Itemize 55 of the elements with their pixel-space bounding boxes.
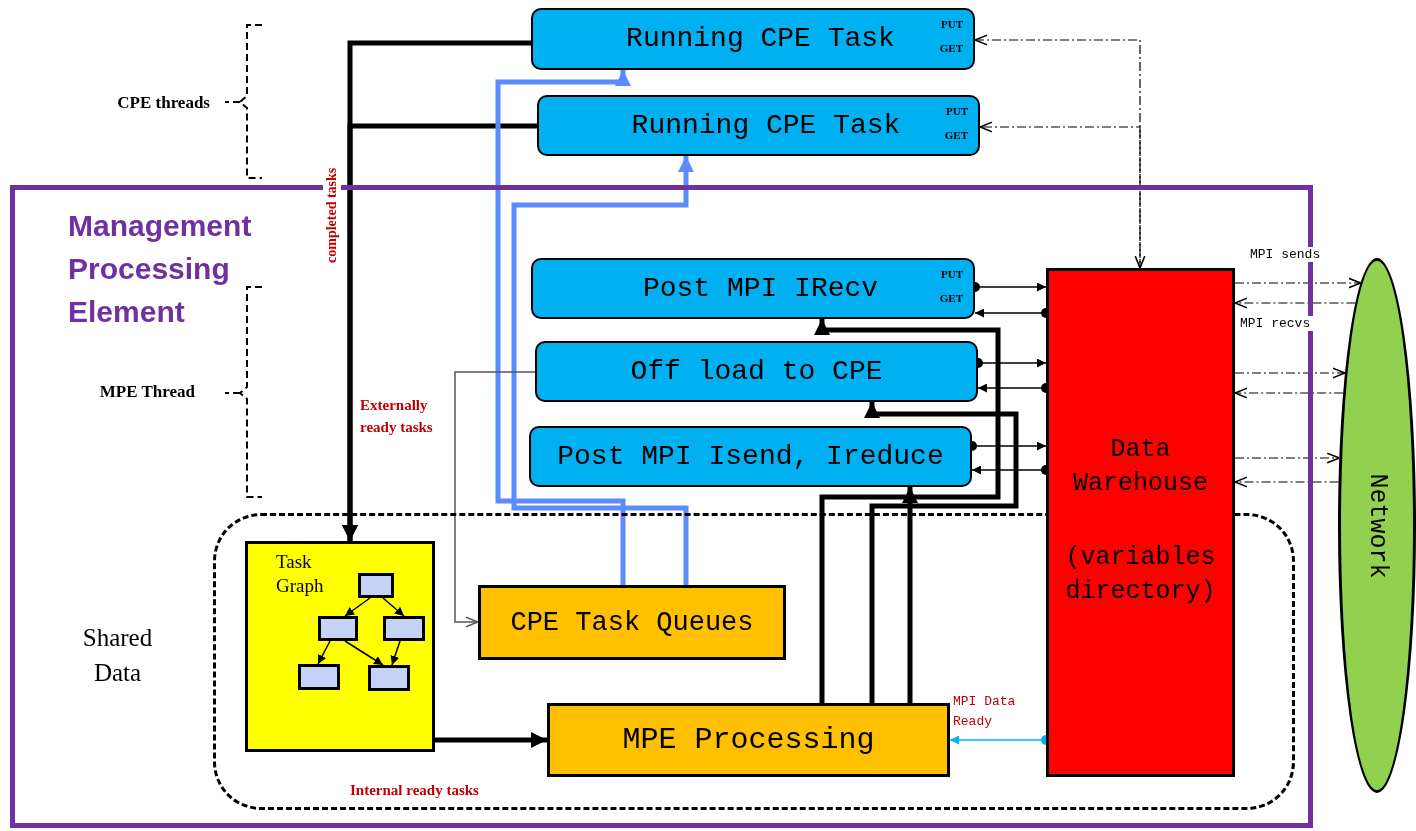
arrow (511, 156, 694, 585)
box-label: CPE Task Queues (509, 606, 755, 640)
bracket-label: CPE threads (116, 92, 210, 114)
task-box (537, 95, 980, 156)
dash-dot-arrow (1234, 297, 1356, 309)
box-label: MPE Processing (621, 723, 876, 757)
box-label: Off load to CPE (629, 355, 884, 388)
dash-dot-arrow (1234, 476, 1340, 488)
graph-node-box (298, 664, 340, 690)
arrow (344, 597, 371, 617)
dash-dot-arrow (974, 34, 1146, 269)
box-label: Post MPI IRecv (641, 272, 880, 305)
network-label: Network (1362, 473, 1392, 578)
port-label: GET (939, 292, 963, 305)
arrow (382, 597, 405, 617)
data-warehouse-box (1046, 268, 1235, 777)
port-label: GET (944, 129, 968, 142)
arrow (390, 640, 401, 666)
section-title: Management Processing Element (68, 208, 253, 330)
box-label: Running CPE Task (630, 109, 902, 142)
port-label: PUT (946, 105, 968, 118)
task-graph-panel (245, 541, 435, 752)
task-box (531, 8, 975, 70)
arrow (454, 371, 536, 628)
box-label: (variables directory) (1064, 542, 1217, 608)
process-box (547, 703, 950, 777)
graph-node-box (368, 665, 410, 691)
arrow (317, 640, 331, 665)
process-box (478, 585, 786, 660)
port-label: PUT (941, 268, 963, 281)
arrow (435, 732, 547, 748)
dash-dot-arrow (1234, 387, 1344, 399)
dash-dot-arrow (979, 121, 1141, 269)
task-box (529, 426, 972, 487)
box-label: Running CPE Task (625, 23, 896, 55)
arrow (495, 70, 631, 585)
box-label: Post MPI Isend, Ireduce (556, 440, 945, 473)
box-label: Data Warehouse (1072, 434, 1209, 500)
panel-title: Task Graph (276, 550, 325, 598)
graph-node-box (358, 573, 394, 598)
region-label: Shared Data (81, 623, 154, 688)
dash-dot-arrow (1234, 277, 1362, 289)
task-box (535, 341, 978, 402)
graph-node-box (383, 616, 425, 641)
port-label: PUT (941, 18, 963, 31)
arrow (814, 319, 1001, 703)
arrow (864, 402, 1019, 703)
arrow (902, 487, 918, 703)
task-box (531, 258, 975, 319)
bracket-label: MPE Thread (98, 381, 195, 403)
dash-dot-arrow (1234, 367, 1346, 379)
port-label: GET (939, 42, 963, 55)
arrow (342, 123, 537, 541)
graph-node-box (318, 616, 358, 641)
arrow (344, 640, 384, 666)
